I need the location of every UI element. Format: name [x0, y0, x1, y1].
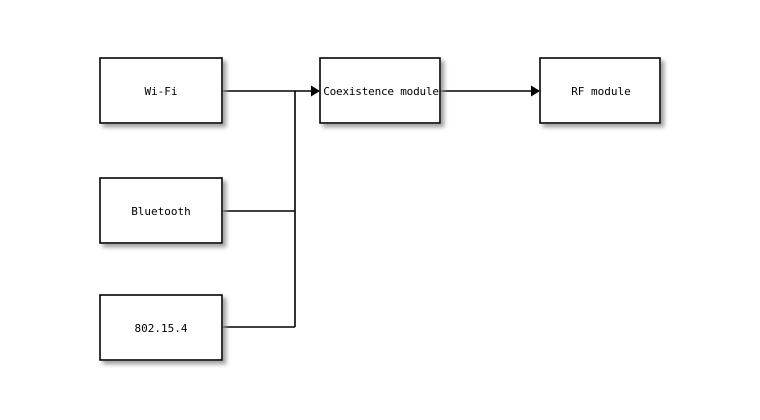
node-rf-label: RF module	[571, 85, 631, 98]
node-coexistence-box[interactable]	[319, 57, 441, 124]
arrowhead-icon	[531, 85, 540, 97]
node-zigbee-box[interactable]	[99, 294, 223, 361]
node-zigbee-label: 802.15.4	[135, 322, 188, 335]
node-wifi-label: Wi-Fi	[144, 85, 177, 98]
node-zigbee[interactable]: 802.15.4	[99, 294, 223, 361]
node-bluetooth-box[interactable]	[99, 177, 223, 244]
edge-coexistence-to-rf	[440, 85, 540, 97]
node-wifi-box[interactable]	[99, 57, 223, 124]
arrowhead-icon	[311, 85, 320, 97]
node-coexistence[interactable]: Coexistence module	[319, 57, 441, 124]
node-coexistence-label: Coexistence module	[323, 85, 439, 98]
node-bluetooth-label: Bluetooth	[131, 205, 191, 218]
node-wifi[interactable]: Wi-Fi	[99, 57, 223, 124]
node-rf[interactable]: RF module	[539, 57, 661, 124]
node-rf-box[interactable]	[539, 57, 661, 124]
edge-wifi-to-coexistence	[222, 85, 320, 97]
node-bluetooth[interactable]: Bluetooth	[99, 177, 223, 244]
